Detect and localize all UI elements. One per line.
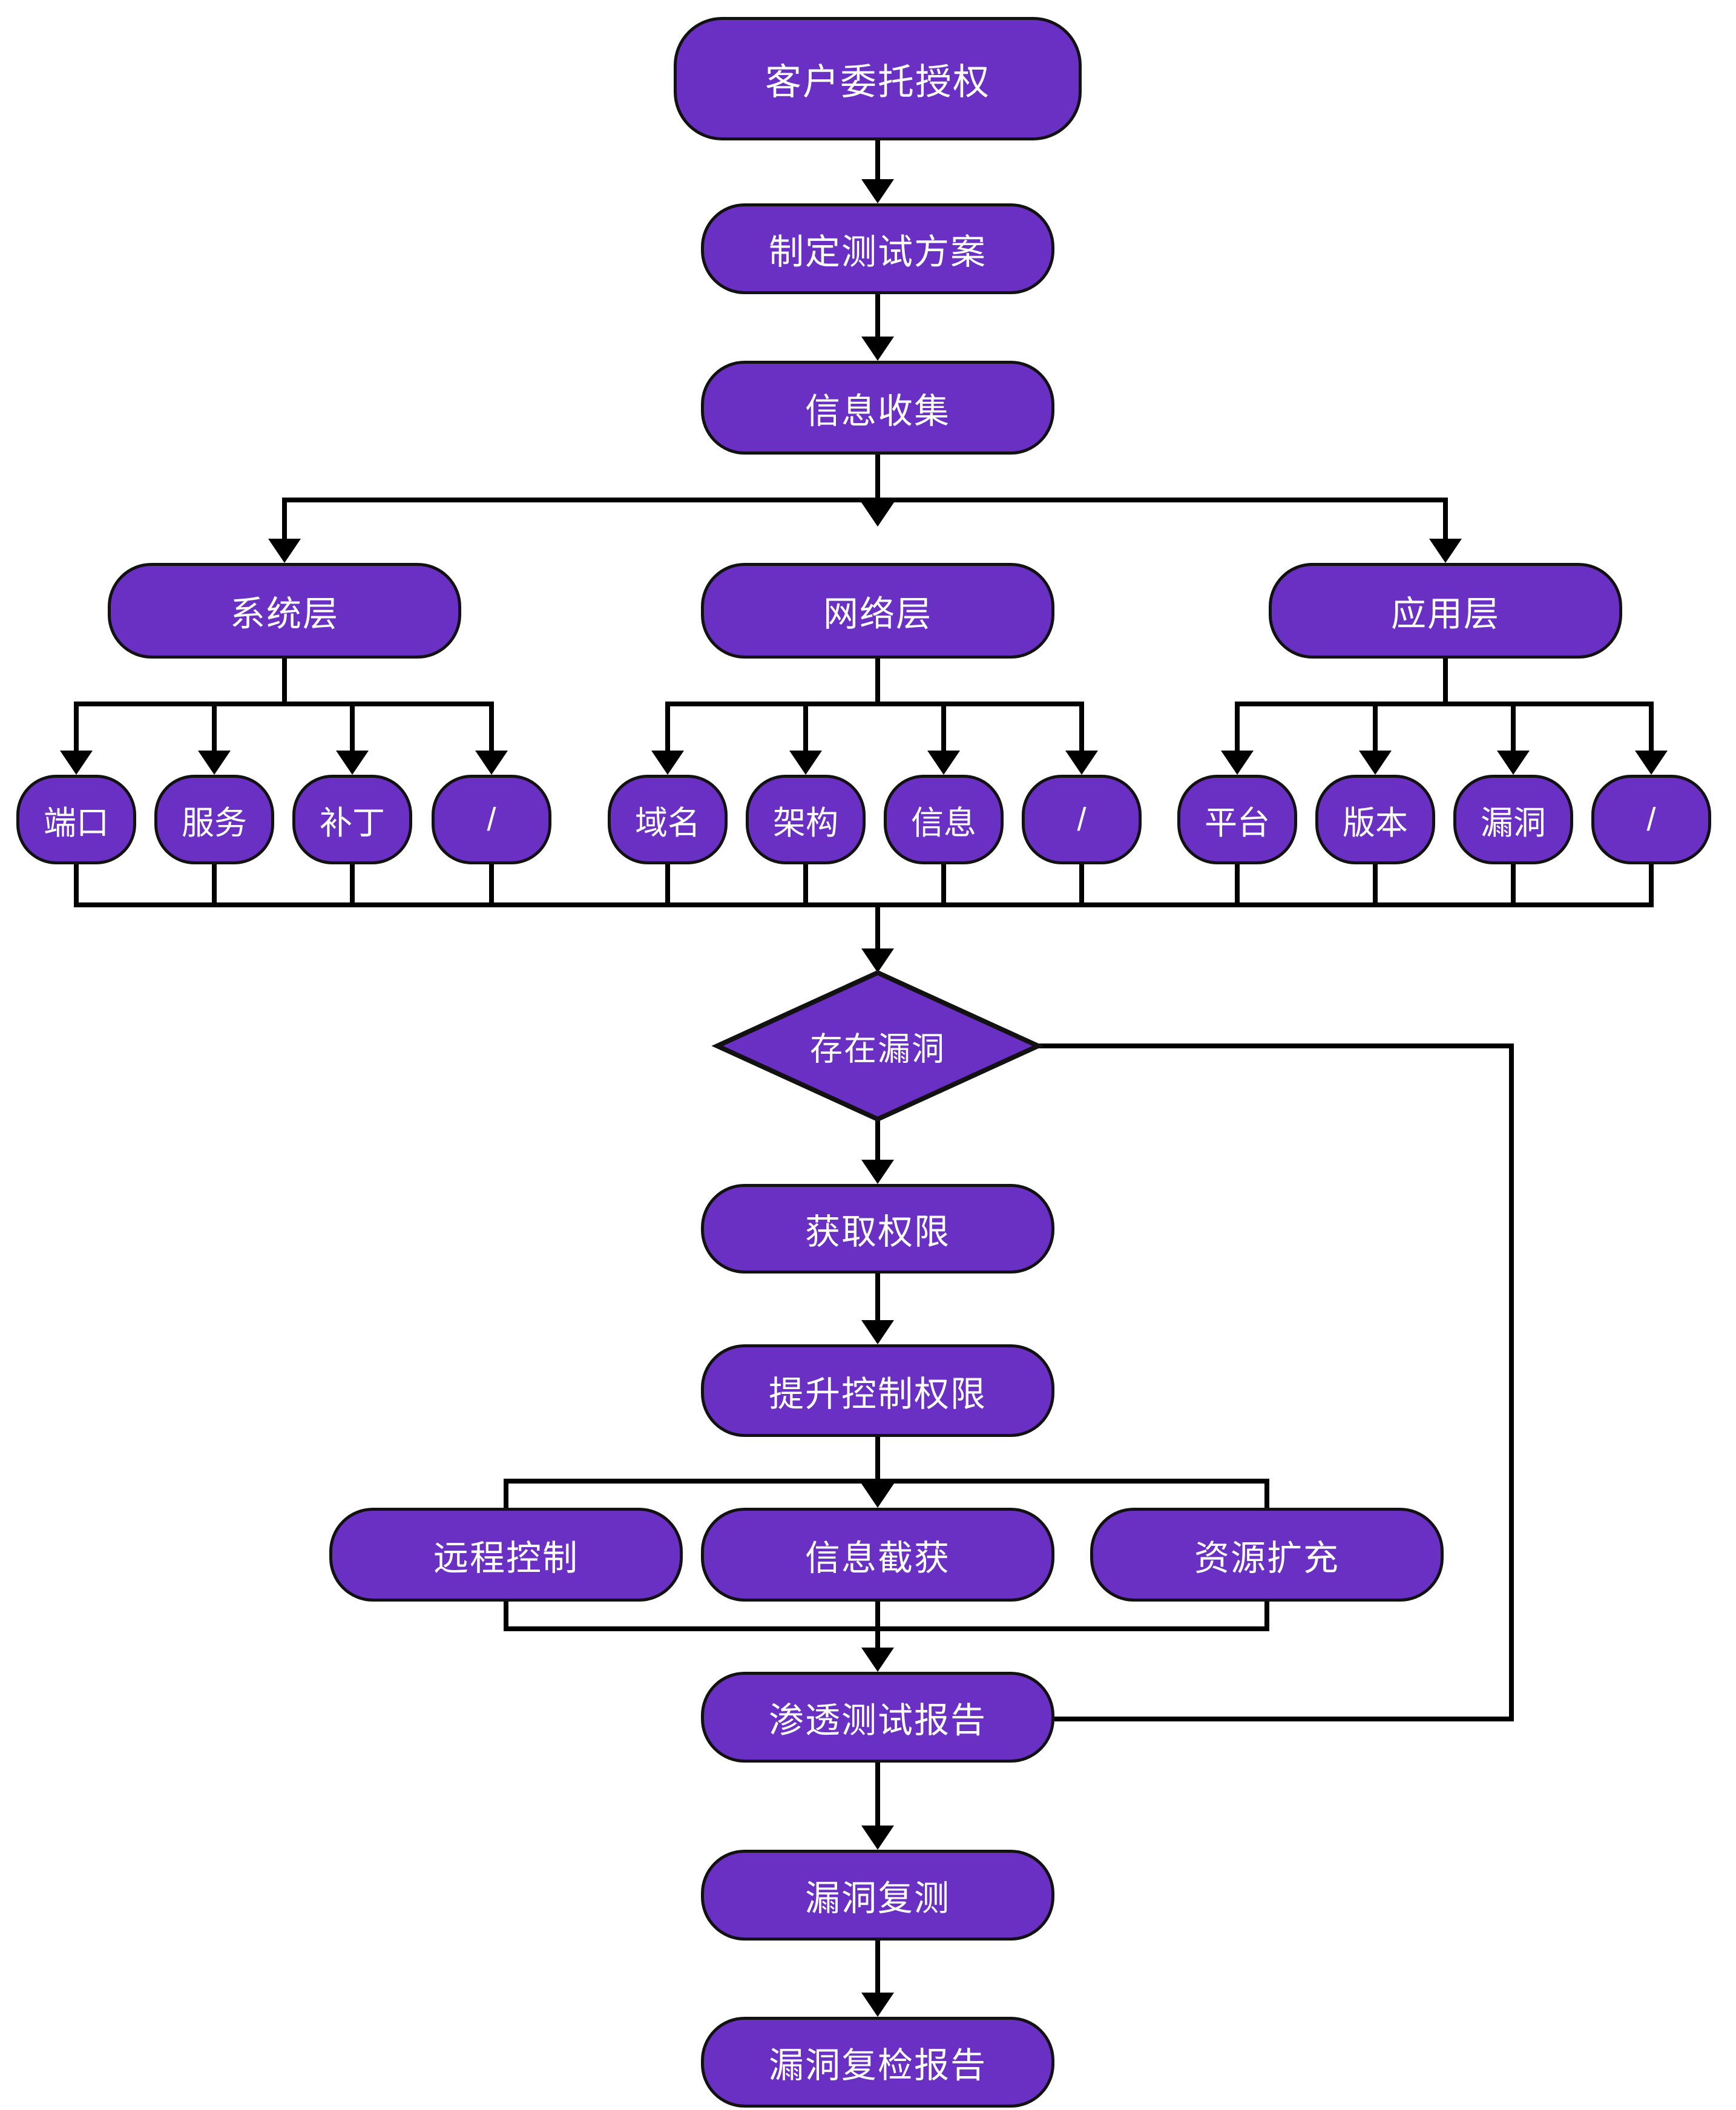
- node-get-permission: 获取权限: [701, 1184, 1054, 1274]
- node-test-plan: 制定测试方案: [701, 203, 1054, 294]
- node-system-other: /: [432, 775, 551, 864]
- node-patch: 补丁: [292, 775, 412, 864]
- node-platform: 平台: [1177, 775, 1297, 864]
- node-pentest-report: 渗透测试报告: [701, 1672, 1054, 1763]
- node-client-authorization: 客户委托授权: [674, 17, 1082, 140]
- node-architecture: 架构: [746, 775, 866, 864]
- node-port: 端口: [16, 775, 136, 864]
- arrowheads: [60, 179, 1668, 2017]
- node-info-interception: 信息截获: [701, 1508, 1054, 1602]
- decision-diamond: [711, 970, 1044, 1122]
- node-info-collection: 信息收集: [701, 361, 1054, 455]
- decision-label: 存在漏洞: [810, 1031, 945, 1068]
- node-info: 信息: [884, 775, 1004, 864]
- node-app-layer: 应用层: [1269, 563, 1622, 659]
- node-resource-expansion: 资源扩充: [1090, 1508, 1444, 1602]
- node-service: 服务: [154, 775, 274, 864]
- node-vuln-retest: 漏洞复测: [701, 1850, 1054, 1941]
- node-network-layer: 网络层: [701, 563, 1054, 659]
- node-recheck-report: 漏洞复检报告: [701, 2017, 1054, 2108]
- node-vulnerability: 漏洞: [1453, 775, 1573, 864]
- node-escalate-privileges: 提升控制权限: [701, 1344, 1054, 1437]
- node-version: 版本: [1315, 775, 1435, 864]
- node-app-other: /: [1591, 775, 1711, 864]
- node-network-other: /: [1022, 775, 1142, 864]
- node-remote-control: 远程控制: [329, 1508, 683, 1602]
- node-domain: 域名: [608, 775, 728, 864]
- node-system-layer: 系统层: [108, 563, 461, 659]
